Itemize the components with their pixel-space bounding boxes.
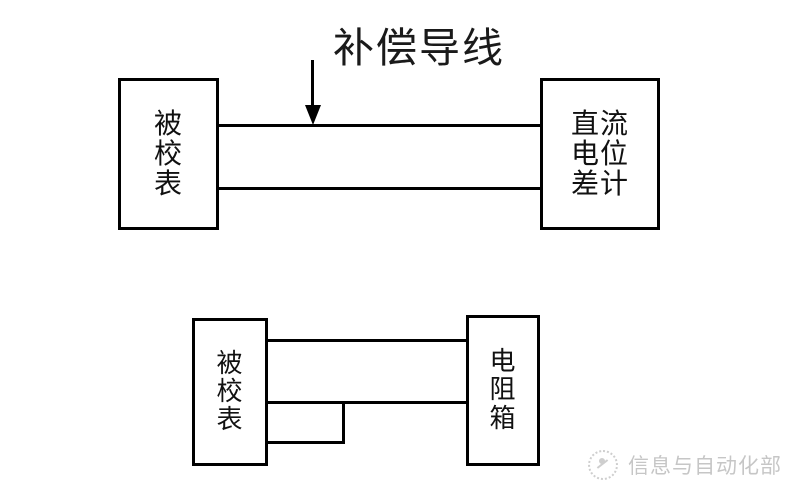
arrow-head bbox=[305, 105, 321, 125]
lower-device-label-line-1: 被 bbox=[216, 348, 244, 379]
resistance-label-line-1: 电 bbox=[489, 347, 517, 378]
upper-device-label-line-1: 被 bbox=[153, 106, 183, 140]
upper-device-label-line-3: 表 bbox=[153, 167, 183, 201]
lower-jumper-wire bbox=[266, 441, 345, 444]
upper-top-wire bbox=[216, 124, 543, 127]
upper-bottom-wire bbox=[216, 187, 543, 190]
potentiometer-label-line-3: 差计 bbox=[570, 167, 629, 201]
arrow-shaft bbox=[311, 60, 314, 108]
potentiometer-label-line-2: 电位 bbox=[570, 136, 629, 170]
resistance-label-line-3: 箱 bbox=[489, 403, 517, 434]
compensating-wire-arrow-icon bbox=[304, 60, 322, 126]
lower-jumper-link-wire bbox=[342, 401, 345, 444]
watermark: 信息与自动化部 bbox=[588, 450, 782, 480]
potentiometer-label-line-1: 直流 bbox=[570, 106, 629, 140]
lower-top-wire bbox=[266, 339, 469, 342]
upper-device-under-test-box: 被 校 表 bbox=[118, 78, 219, 230]
lower-device-label-line-2: 校 bbox=[216, 376, 244, 407]
lower-middle-wire bbox=[266, 401, 469, 404]
compensating-wire-label: 补偿导线 bbox=[333, 24, 505, 72]
dc-potentiometer-box: 直流 电位 差计 bbox=[540, 78, 660, 230]
upper-device-label-line-2: 校 bbox=[153, 136, 183, 170]
resistance-label-line-2: 阻 bbox=[489, 375, 517, 406]
circular-logo-icon bbox=[588, 450, 618, 480]
resistance-box: 电 阻 箱 bbox=[466, 315, 540, 466]
lower-device-label-line-3: 表 bbox=[216, 405, 244, 436]
lower-device-under-test-box: 被 校 表 bbox=[192, 318, 268, 466]
watermark-text: 信息与自动化部 bbox=[628, 454, 782, 478]
